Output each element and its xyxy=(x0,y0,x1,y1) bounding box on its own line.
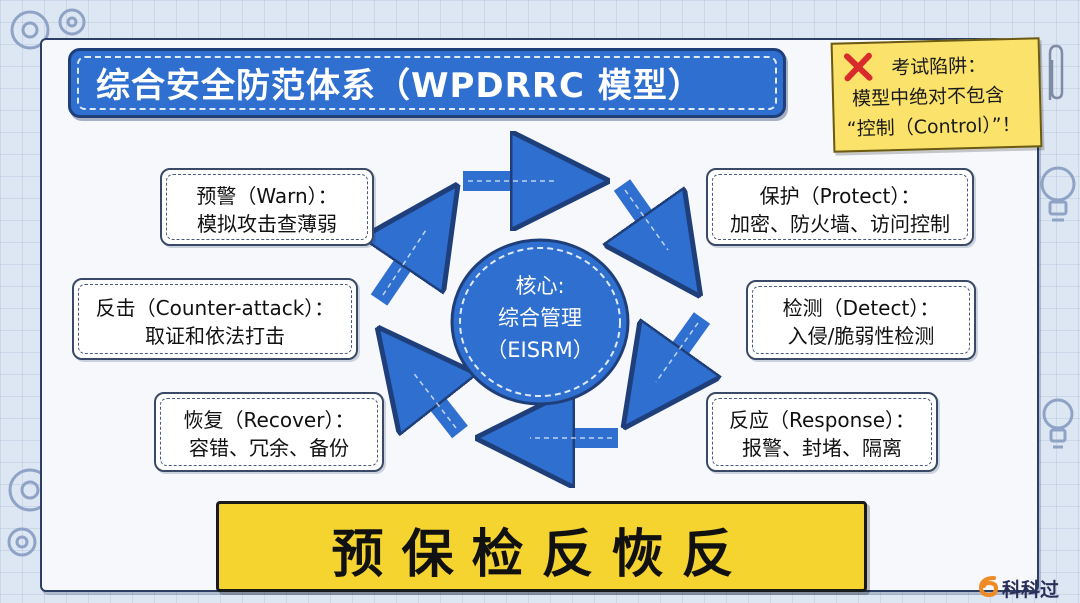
core-label-1: 核心: xyxy=(515,274,565,298)
stage-counter-title: 反击（Counter-attack）： xyxy=(95,296,335,320)
stage-protect: 保护（Protect）： 加密、防火墙、访问控制 xyxy=(706,168,974,246)
mnemonic-text: 预保检反恢反 xyxy=(331,525,752,585)
red-x-icon xyxy=(843,52,873,82)
stage-protect-desc: 加密、防火墙、访问控制 xyxy=(730,212,950,236)
stage-recover-title: 恢复（Recover）： xyxy=(183,408,355,432)
exam-trap-note: 考试陷阱： 模型中绝对不包含 “控制（Control）”！ xyxy=(830,37,1043,153)
stage-warn-title: 预警（Warn）： xyxy=(196,184,338,208)
mnemonic-banner xyxy=(216,501,867,592)
gear-icon xyxy=(10,8,86,50)
logo-text: 科科过 xyxy=(1002,579,1060,601)
stage-detect-desc: 入侵/脆弱性检测 xyxy=(787,324,935,348)
stage-warn-desc: 模拟攻击查薄弱 xyxy=(197,212,337,236)
stage-detect-title: 检测（Detect）： xyxy=(782,296,940,320)
paperclip-icon xyxy=(1048,44,1064,100)
title-banner xyxy=(68,48,786,118)
page-title: 综合安全防范体系（WPDRRC 模型） xyxy=(96,66,703,106)
stage-recover: 恢复（Recover）： 容错、冗余、备份 xyxy=(154,392,384,472)
stage-warn: 预警（Warn）： 模拟攻击查薄弱 xyxy=(160,168,374,246)
stage-detect: 检测（Detect）： 入侵/脆弱性检测 xyxy=(746,280,976,360)
core-circle xyxy=(450,238,630,406)
stage-counter: 反击（Counter-attack）： 取证和依法打击 xyxy=(72,278,358,360)
lightbulb-icon xyxy=(1040,166,1076,222)
stage-protect-title: 保护（Protect）： xyxy=(759,184,921,208)
stage-response-desc: 报警、封堵、隔离 xyxy=(742,436,902,460)
stage-response: 反应（Response）： 报警、封堵、隔离 xyxy=(706,392,938,472)
stage-counter-desc: 取证和依法打击 xyxy=(145,324,285,348)
stage-response-title: 反应（Response）： xyxy=(728,408,916,432)
core-label-3: （EISRM） xyxy=(486,338,594,362)
lightbulb-icon xyxy=(1042,398,1074,449)
core-label-2: 综合管理 xyxy=(498,306,582,330)
stage-recover-desc: 容错、冗余、备份 xyxy=(189,436,349,460)
logo-icon xyxy=(978,576,999,598)
